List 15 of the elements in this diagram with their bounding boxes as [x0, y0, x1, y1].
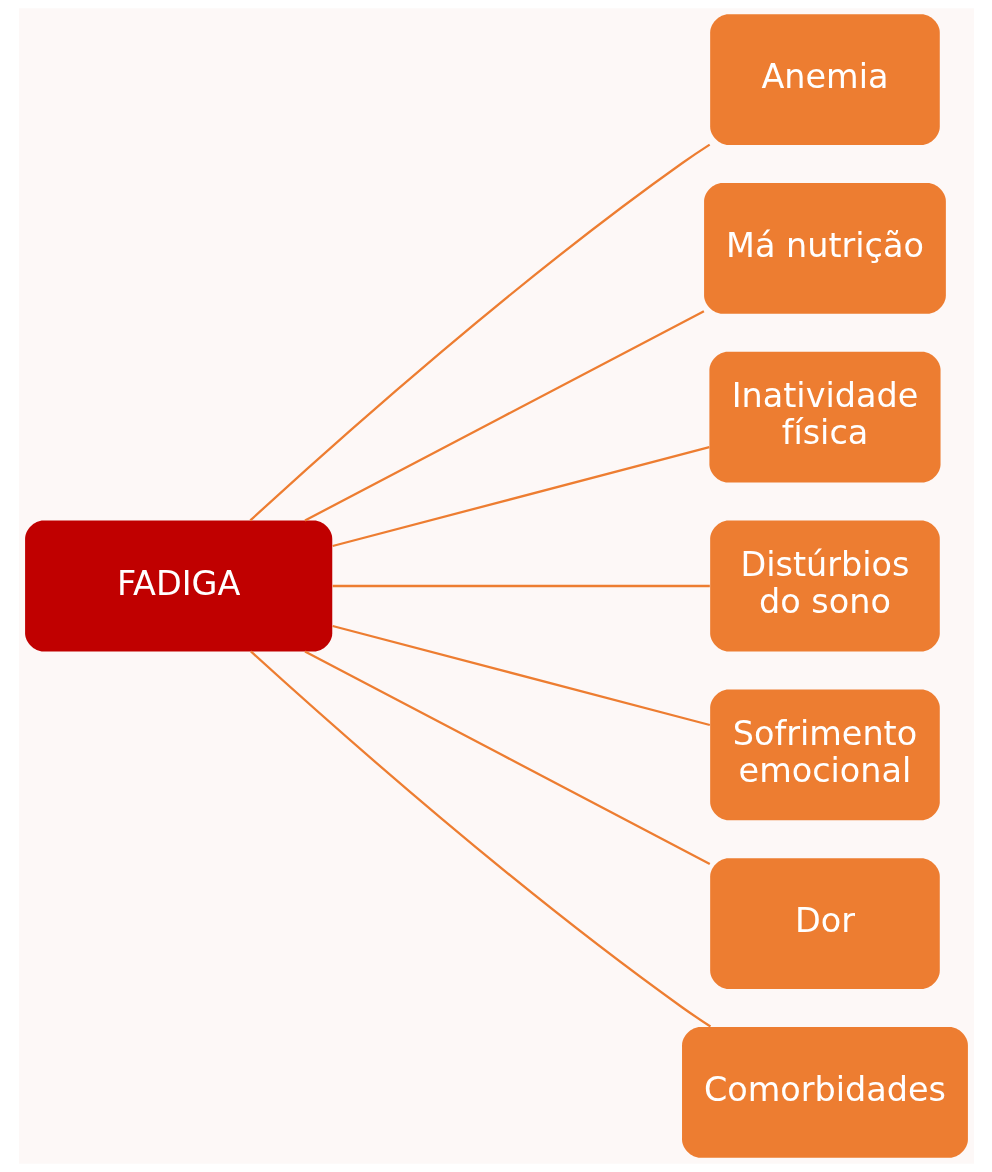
node-box: Inatividade física [708, 351, 941, 483]
node-box: Sofrimento emocional [709, 689, 940, 821]
connector [331, 624, 710, 727]
node-box: Má nutrição [703, 183, 946, 314]
node-box: Comorbidades [681, 1027, 968, 1158]
node-box: Anemia [709, 14, 940, 145]
node-box: Distúrbios do sono [709, 520, 940, 652]
node-box: Dor [709, 858, 940, 989]
connector [331, 446, 710, 548]
connector [332, 584, 710, 588]
connector [249, 650, 711, 1028]
connector [303, 650, 710, 865]
node-box: FADIGA [24, 520, 332, 652]
connector [249, 143, 710, 522]
connector [303, 310, 704, 522]
